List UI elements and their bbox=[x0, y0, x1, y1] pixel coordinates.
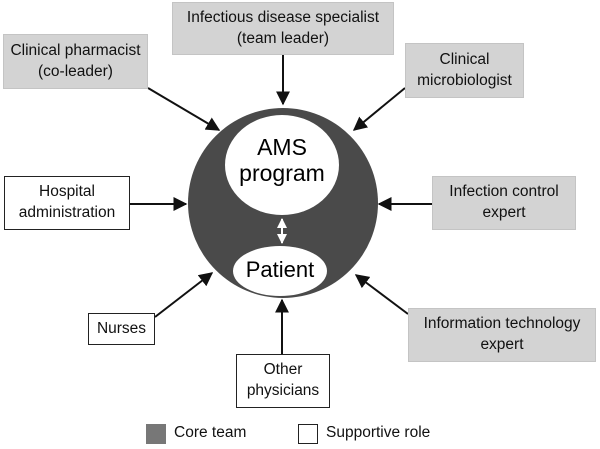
node-other-physicians-label: Other physicians bbox=[246, 361, 320, 399]
patient-ellipse bbox=[233, 246, 327, 296]
arrow-nurses bbox=[154, 272, 214, 318]
node-hospital-administration-label: Hospital administration bbox=[18, 183, 116, 221]
node-infection-control-label: Infection control expert bbox=[449, 183, 559, 221]
patient-label: Patient bbox=[245, 257, 315, 282]
node-clinical-microbiologist: Clinical microbiologist bbox=[405, 43, 524, 98]
node-clinical-microbiologist-label: Clinical microbiologist bbox=[417, 50, 512, 89]
ams-program-label: AMS program bbox=[239, 134, 325, 187]
node-infection-control-expert: Infection control expert bbox=[432, 176, 576, 230]
legend-supportive-swatch bbox=[298, 424, 318, 444]
legend-supportive-label: Supportive role bbox=[326, 424, 431, 441]
node-clinical-pharmacist-label: Clinical pharmacist (co-leader) bbox=[10, 41, 141, 80]
node-hospital-administration: Hospital administration bbox=[4, 176, 130, 230]
node-clinical-pharmacist: Clinical pharmacist (co-leader) bbox=[3, 34, 148, 89]
arrow-information-technology bbox=[354, 274, 409, 315]
legend-core-label: Core team bbox=[174, 424, 247, 441]
arrow-clinical-microbiologist bbox=[352, 87, 406, 131]
ams-program-ellipse bbox=[225, 115, 339, 215]
node-other-physicians: Other physicians bbox=[236, 354, 330, 408]
node-infectious-disease-label: Infectious disease specialist (team lead… bbox=[186, 8, 380, 47]
legend-core-swatch bbox=[146, 424, 166, 444]
node-information-technology-expert: Information technology expert bbox=[408, 308, 596, 362]
arrow-clinical-pharmacist bbox=[147, 87, 221, 131]
node-infectious-disease-specialist: Infectious disease specialist (team lead… bbox=[172, 2, 394, 55]
node-information-technology-label: Information technology expert bbox=[423, 315, 581, 353]
node-nurses-label: Nurses bbox=[96, 319, 147, 337]
node-nurses: Nurses bbox=[88, 313, 155, 345]
